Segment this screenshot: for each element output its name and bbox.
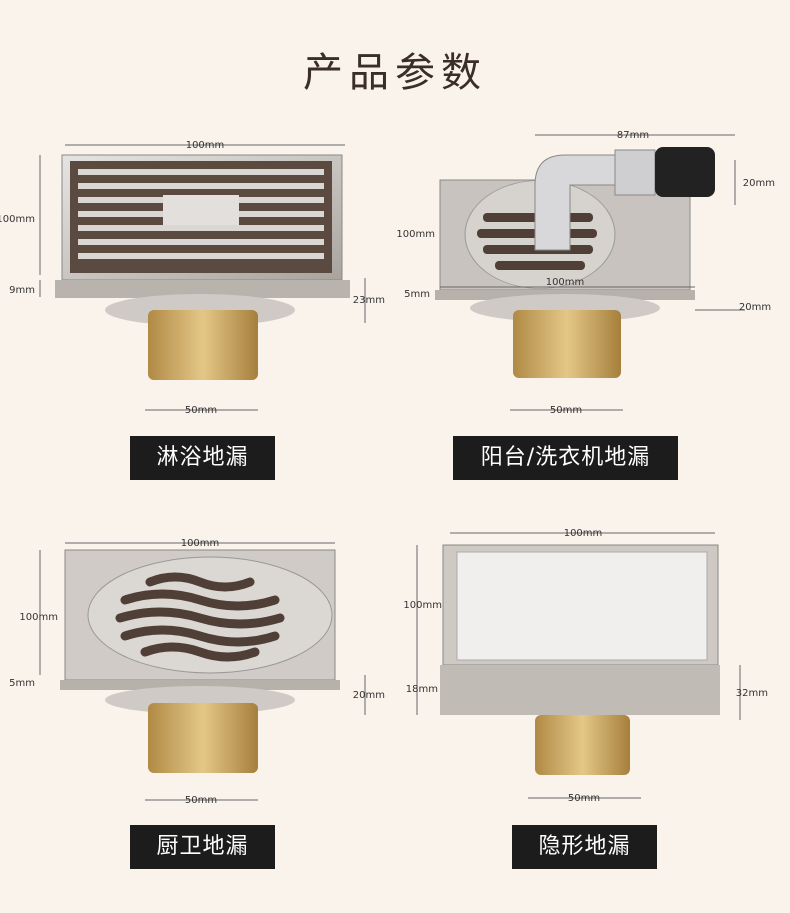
product-label-shower: 淋浴地漏 bbox=[130, 436, 275, 480]
dim-hose: 20mm bbox=[743, 178, 775, 189]
dim-pipe: 50mm bbox=[568, 793, 600, 804]
brand-logo bbox=[163, 195, 239, 225]
rubber-hose-adapter bbox=[655, 147, 715, 197]
dim-left-height: 100mm bbox=[19, 612, 58, 623]
product-shower-drain-diagram: 100mm 100mm 9mm 23mm 50mm bbox=[0, 140, 385, 416]
product-kitchen-drain-diagram: 100mm 100mm 5mm 20mm 50mm bbox=[9, 538, 385, 806]
dim-top-width: 100mm bbox=[564, 528, 603, 539]
dim-pipe: 50mm bbox=[185, 795, 217, 806]
dim-height: 32mm bbox=[736, 688, 768, 699]
dim-top-width: 100mm bbox=[181, 538, 220, 549]
brass-core bbox=[148, 703, 258, 773]
dim-thickness: 5mm bbox=[9, 678, 35, 689]
tile-insert bbox=[456, 551, 708, 661]
dim-left-height: 100mm bbox=[0, 214, 35, 225]
product-hidden-drain-diagram: 100mm 100mm 18mm 32mm 50mm bbox=[403, 528, 768, 804]
dim-thickness: 18mm bbox=[406, 684, 438, 695]
dim-top-width: 100mm bbox=[186, 140, 225, 151]
dim-pipe: 50mm bbox=[185, 405, 217, 416]
brass-core bbox=[148, 310, 258, 380]
dim-pipe: 50mm bbox=[550, 405, 582, 416]
dim-height: 23mm bbox=[353, 295, 385, 306]
dim-bottom-width: 100mm bbox=[546, 277, 585, 288]
brass-core bbox=[513, 310, 621, 378]
dim-height: 20mm bbox=[739, 302, 771, 313]
dim-elbow: 87mm bbox=[617, 130, 649, 141]
product-label-hidden: 隐形地漏 bbox=[512, 825, 657, 869]
dim-thickness: 5mm bbox=[404, 289, 430, 300]
product-label-kitchen: 厨卫地漏 bbox=[130, 825, 275, 869]
product-label-washer: 阳台/洗衣机地漏 bbox=[453, 436, 678, 480]
page-title: 产品参数 bbox=[303, 50, 487, 96]
product-washer-drain-diagram: 87mm 20mm 100mm 5mm 100mm 20mm 50mm bbox=[396, 130, 775, 416]
dim-height: 20mm bbox=[353, 690, 385, 701]
dim-left-height: 100mm bbox=[396, 229, 435, 240]
dim-thickness: 9mm bbox=[9, 285, 35, 296]
dim-left-height: 100mm bbox=[403, 600, 442, 611]
brass-core bbox=[535, 715, 630, 775]
